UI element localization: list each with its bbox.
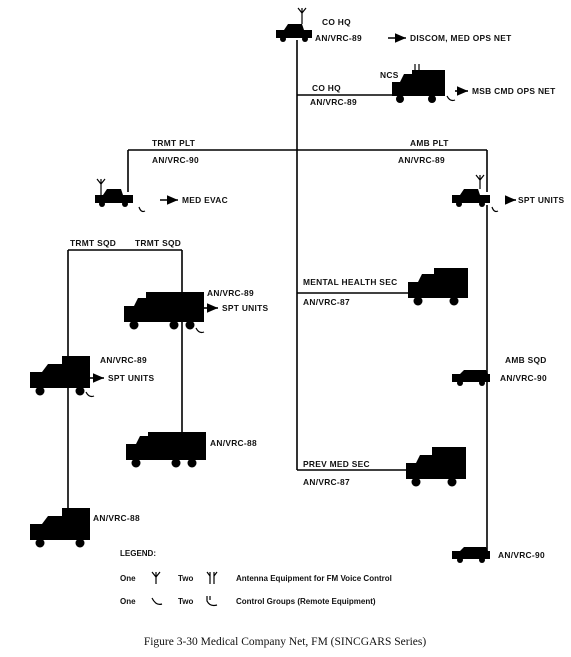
legend-one-control-label: One: [120, 597, 136, 606]
truck4-radio-label: AN/VRC-88: [93, 513, 140, 523]
msb-link-label: MSB CMD OPS NET: [472, 86, 556, 96]
figure-caption: Figure 3-30 Medical Company Net, FM (SIN…: [144, 636, 427, 648]
amb-plt-radio-label: AN/VRC-89: [398, 155, 445, 165]
double-antenna-icon: [206, 571, 218, 584]
mental-health-vehicle: [408, 268, 468, 306]
prev-med-vehicle: [406, 447, 466, 487]
trmt-plt-label: TRMT PLT: [152, 138, 196, 148]
truck2-radio-label: AN/VRC-89: [100, 355, 147, 365]
spt-units-right-label: SPT UNITS: [518, 195, 565, 205]
truck4-vehicle: [30, 508, 90, 548]
diagram-labels: CO HQ AN/VRC-89 DISCOM, MED OPS NET CO H…: [70, 17, 565, 560]
truck2-vehicle: [30, 356, 95, 398]
prev-med-radio-label: AN/VRC-87: [303, 477, 350, 487]
network-lines: [67, 33, 516, 555]
co-hq-mid-radio-label: AN/VRC-89: [310, 97, 357, 107]
amb-sqd-label: AMB SQD: [505, 355, 547, 365]
amb-plt-label: AMB PLT: [410, 138, 449, 148]
trmt-sqd-left-label: TRMT SQD: [70, 238, 116, 248]
co-hq-top-radio-label: AN/VRC-89: [315, 33, 362, 43]
trmt-sqd-right-label: TRMT SQD: [135, 238, 181, 248]
mental-health-label: MENTAL HEALTH SEC: [303, 277, 397, 287]
amb-plt-vehicle: [452, 174, 499, 213]
co-hq-top-label: CO HQ: [322, 17, 351, 27]
med-evac-label: MED EVAC: [182, 195, 228, 205]
legend: LEGEND: One Two Antenna Equipment for FM…: [120, 549, 392, 607]
legend-one-antenna-label: One: [120, 574, 136, 583]
discom-link-label: DISCOM, MED OPS NET: [410, 33, 512, 43]
control-description: Control Groups (Remote Equipment): [236, 597, 376, 606]
mental-health-radio-label: AN/VRC-87: [303, 297, 350, 307]
double-control-icon: [206, 596, 218, 607]
amb-sqd-vehicle: [452, 370, 490, 386]
trmt-plt-vehicle: [95, 178, 146, 213]
truck2-link-label: SPT UNITS: [108, 373, 155, 383]
single-antenna-icon: [151, 571, 161, 584]
co-hq-mid-label: CO HQ: [312, 83, 341, 93]
bottom-radio-label: AN/VRC-90: [498, 550, 545, 560]
legend-two-antenna-label: Two: [178, 574, 194, 583]
co-hq-mid-vehicle: [392, 64, 456, 103]
legend-two-control-label: Two: [178, 597, 194, 606]
truck1-link-label: SPT UNITS: [222, 303, 269, 313]
prev-med-label: PREV MED SEC: [303, 459, 370, 469]
single-control-icon: [151, 597, 163, 605]
bottom-right-vehicle: [452, 547, 490, 563]
truck3-radio-label: AN/VRC-88: [210, 438, 257, 448]
trmt-plt-radio-label: AN/VRC-90: [152, 155, 199, 165]
ncs-label: NCS: [380, 70, 399, 80]
truck1-vehicle: [124, 292, 205, 334]
co-hq-top-vehicle: [276, 7, 312, 42]
truck3-vehicle: [126, 432, 206, 468]
legend-title: LEGEND:: [120, 549, 156, 558]
amb-sqd-radio-label: AN/VRC-90: [500, 373, 547, 383]
truck1-radio-label: AN/VRC-89: [207, 288, 254, 298]
antenna-description: Antenna Equipment for FM Voice Control: [236, 574, 392, 583]
